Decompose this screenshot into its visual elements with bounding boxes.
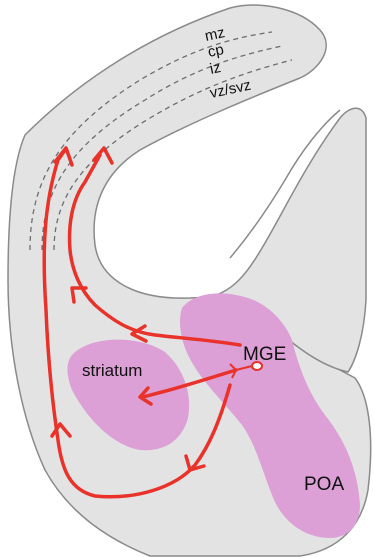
label-poa: POA xyxy=(304,474,344,495)
label-striatum: striatum xyxy=(82,361,142,380)
label-mge: MGE xyxy=(243,344,286,365)
